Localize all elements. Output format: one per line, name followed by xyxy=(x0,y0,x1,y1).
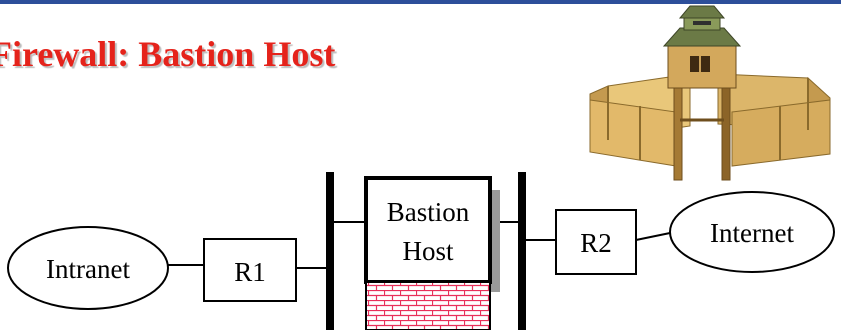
fortified-watchtower-icon xyxy=(589,5,831,181)
top-rule xyxy=(0,0,841,4)
intranet-label: Intranet xyxy=(46,254,130,284)
outer-network-bar xyxy=(518,172,526,330)
slide-title: Firewall: Bastion Host xyxy=(0,34,336,74)
router-r1-label: R1 xyxy=(234,257,266,287)
router-r2-label: R2 xyxy=(580,228,612,258)
intranet-node xyxy=(7,226,169,310)
internet-node xyxy=(669,191,835,273)
bastion-host-node xyxy=(364,176,500,330)
bastion-host-label-line2: Host xyxy=(402,236,454,266)
brick-wall-icon xyxy=(365,281,491,330)
internet-label: Internet xyxy=(710,218,794,248)
router-r2-node xyxy=(555,209,637,275)
router-r1-node xyxy=(203,238,297,302)
bastion-host-label-line1: Bastion xyxy=(387,197,470,227)
inner-network-bar xyxy=(326,172,334,330)
